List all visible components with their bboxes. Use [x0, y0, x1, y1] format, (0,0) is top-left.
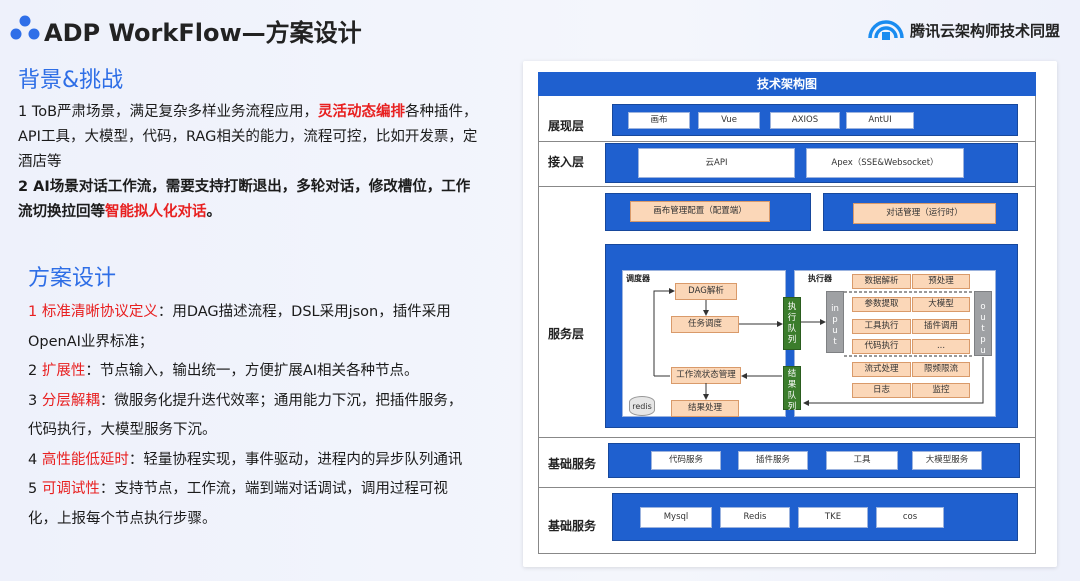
tencent-cloud-logo-icon [868, 20, 904, 40]
highlight: 灵活动态编排 [318, 104, 406, 120]
dialog-mgmt-box: 对话管理（运行时） [853, 203, 996, 224]
workflow-state-box: 工作流状态管理 [671, 367, 741, 384]
executor-label: 执行器 [808, 274, 832, 283]
design-item-4: 4 高性能低延时：轻量协程实现，事件驱动，进程内的异步队列通讯 [28, 446, 468, 476]
text: 2 AI场景对话工作流，需要支持打断退出，多轮对话，修改槽位，工作流切换拉回等 [18, 179, 471, 220]
highlight: 分层解耦 [41, 392, 100, 409]
background-paragraph-1: 1 ToB严肃场景，满足复杂多样业务流程应用，灵活动态编排各种插件，API工具，… [18, 100, 478, 175]
text: 1 ToB严肃场景，满足复杂多样业务流程应用， [18, 104, 319, 120]
infra-item: cos [876, 507, 944, 528]
output-label: output [980, 302, 986, 367]
num: 5 [28, 481, 42, 497]
design-item-5: 5 可调试性：支持节点，工作流，端到端对话调试，调用过程可视化，上报每个节点执行… [28, 475, 468, 534]
text: ：支持节点，工作流，端到端对话调试，调用过程可视化，上报每个节点执行步骤。 [28, 481, 448, 527]
access-item: Apex（SSE&Websocket） [806, 148, 964, 178]
executor-item: ... [912, 339, 970, 354]
layer-label-base-services: 基础服务 [548, 457, 597, 471]
num: 2 [28, 363, 42, 379]
executor-item: 日志 [852, 383, 911, 398]
executor-item: 预处理 [912, 274, 970, 289]
design-section: 方案设计 1 标准清晰协议定义：用DAG描述流程，DSL采用json，插件采用O… [28, 260, 468, 534]
access-item: 云API [638, 148, 795, 178]
presentation-item: AntUI [846, 112, 914, 129]
redis-db-icon: redis [629, 396, 655, 416]
executor-item: 工具执行 [852, 319, 911, 334]
presentation-item: 画布 [628, 112, 690, 129]
executor-item: 流式处理 [852, 362, 911, 377]
task-schedule-box: 任务调度 [671, 316, 739, 333]
design-item-3: 3 分层解耦：微服务化提升迭代效率；通用能力下沉，把插件服务，代码执行，大模型服… [28, 387, 468, 446]
layer-label-service: 服务层 [548, 327, 585, 341]
scheduler-label: 调度器 [626, 274, 650, 283]
header: ADP WorkFlow—方案设计 腾讯云架构师技术同盟 [0, 0, 1080, 58]
executor-item: 大模型 [912, 297, 970, 312]
executor-item: 监控 [912, 383, 970, 398]
divider [538, 437, 1036, 438]
highlight: 高性能低延时 [41, 451, 129, 468]
brand-text: 腾讯云架构师技术同盟 [909, 22, 1060, 40]
design-item-1: 1 标准清晰协议定义：用DAG描述流程，DSL采用json，插件采用OpenAI… [28, 298, 468, 357]
highlight: 智能拟人化对话 [105, 204, 207, 220]
divider [538, 487, 1036, 488]
base-service-item: 插件服务 [738, 451, 808, 470]
layer-label-base-services-2: 基础服务 [548, 519, 597, 533]
executor-item: 数据解析 [852, 274, 911, 289]
diagram-title: 技术架构图 [538, 72, 1036, 96]
input-label: input [831, 304, 839, 347]
background-paragraph-2: 2 AI场景对话工作流，需要支持打断退出，多轮对话，修改槽位，工作流切换拉回等智… [18, 175, 478, 225]
base-service-item: 代码服务 [651, 451, 721, 470]
executor-item: 插件调用 [912, 319, 970, 334]
num: 3 [28, 392, 42, 409]
text: 各种插件，API工具，大模型，代码，RAG相关的能力，流程可控，比如开发票，定酒… [18, 104, 478, 170]
executor-item: 限频限流 [912, 362, 970, 377]
result-queue-label: 结果队列 [787, 369, 797, 412]
page-title: ADP WorkFlow—方案设计 [44, 19, 362, 47]
layer-label-access: 接入层 [548, 155, 585, 169]
background-section: 背景&挑战 1 ToB严肃场景，满足复杂多样业务流程应用，灵活动态编排各种插件，… [18, 62, 478, 225]
highlight: 1 标准清晰协议定义 [28, 304, 158, 320]
text: ：用DAG描述流程，DSL采用json，插件采用OpenAI业界标准； [28, 304, 451, 350]
executor-item: 代码执行 [852, 339, 911, 354]
text: ：节点输入，输出统一，方便扩展AI相关各种节点。 [85, 363, 419, 379]
infra-item: TKE [798, 507, 868, 528]
logo-icon [10, 15, 40, 40]
exec-queue: 执行队列 [783, 297, 801, 350]
presentation-item: Vue [698, 112, 760, 129]
background-heading: 背景&挑战 [18, 68, 124, 93]
result-process-box: 结果处理 [671, 400, 739, 417]
design-heading: 方案设计 [28, 266, 117, 291]
infra-item: Redis [720, 507, 790, 528]
canvas-mgmt-box: 画布管理配置（配置端） [630, 201, 770, 222]
infra-item: Mysql [640, 507, 712, 528]
divider [538, 141, 1036, 142]
output-port: output [974, 291, 992, 367]
dag-parse-box: DAG解析 [675, 283, 737, 300]
executor-item: 参数提取 [852, 297, 911, 312]
design-item-2: 2 扩展性：节点输入，输出统一，方便扩展AI相关各种节点。 [28, 357, 468, 387]
presentation-item: AXIOS [770, 112, 840, 129]
exec-queue-label: 执行队列 [787, 302, 797, 345]
base-service-item: 工具 [826, 451, 898, 470]
divider [538, 186, 1036, 187]
text: ：轻量协程实现，事件驱动，进程内的异步队列通讯 [128, 451, 463, 468]
brand: 腾讯云架构师技术同盟 [868, 20, 1060, 46]
result-queue: 结果队列 [783, 366, 801, 412]
highlight: 可调试性 [41, 481, 100, 497]
text: ：微服务化提升迭代效率；通用能力下沉，把插件服务，代码执行，大模型服务下沉。 [28, 392, 463, 439]
num: 4 [28, 451, 42, 468]
layer-label-presentation: 展现层 [548, 119, 585, 133]
input-port: input [826, 291, 844, 353]
base-service-item: 大模型服务 [912, 451, 982, 470]
text: 。 [206, 204, 222, 220]
highlight: 扩展性 [41, 363, 86, 379]
